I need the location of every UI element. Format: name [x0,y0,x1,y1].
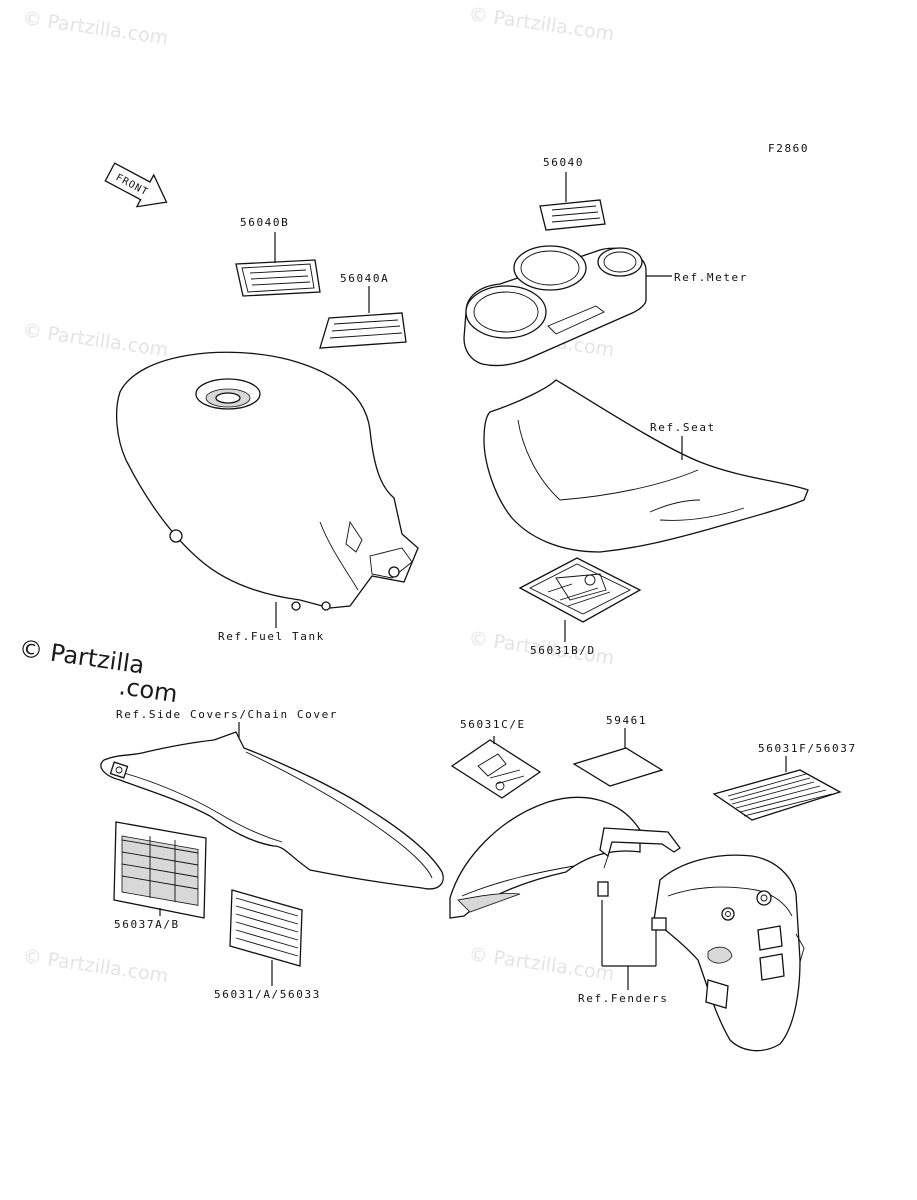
seat: Ref.Seat [483,379,809,553]
watermark-top-left: © Partzilla.com [21,7,169,49]
rear-fender-inner [449,796,681,919]
decal-56031f-56037: 56031F/56037 [712,742,857,821]
decal-56040b: 56040B [235,216,321,297]
label-56031-a-56033: 56031/A/56033 [214,988,321,1001]
label-56031bd: 56031B/D [530,644,596,657]
label-56040a: 56040A [340,272,389,285]
watermark-prominent-line2: .com [117,672,179,708]
ref-seat: Ref.Seat [650,421,716,434]
rear-fender-outer [651,854,805,1052]
fuel-tank: Ref.Fuel Tank [116,351,419,643]
watermark-mid-left: © Partzilla.com [21,319,169,361]
label-56040b: 56040B [240,216,289,229]
label-56031ce: 56031C/E [460,718,526,731]
decal-56031ce: 56031C/E [450,718,542,799]
decal-56040a: 56040A [319,272,407,349]
label-56031f-56037: 56031F/56037 [758,742,857,755]
ref-fenders: Ref.Fenders [578,992,668,1005]
label-56040: 56040 [543,156,584,169]
ref-fenders-bracket: Ref.Fenders [578,900,668,1005]
figure-code: F2860 [768,142,809,155]
front-arrow-icon: FRONT [104,162,168,208]
meter-assembly: Ref.Meter [463,245,748,367]
side-cover: Ref.Side Covers/Chain Cover [100,708,444,890]
watermark-bottom-right: © Partzilla.com [467,943,615,985]
decal-56031-a-56033: 56031/A/56033 [214,889,321,1001]
decal-56037ab: 56037A/B [113,821,207,931]
ref-side-covers: Ref.Side Covers/Chain Cover [116,708,338,721]
ref-meter: Ref.Meter [674,271,748,284]
watermark-top-right: © Partzilla.com [467,3,615,45]
ref-fuel-tank: Ref.Fuel Tank [218,630,325,643]
decal-56031bd: 56031B/D [518,557,642,657]
watermark-bottom-left: © Partzilla.com [21,945,169,987]
label-56037ab: 56037A/B [114,918,180,931]
decal-56040: 56040 [539,156,606,231]
decal-59461: 59461 [572,714,664,787]
label-59461: 59461 [606,714,647,727]
